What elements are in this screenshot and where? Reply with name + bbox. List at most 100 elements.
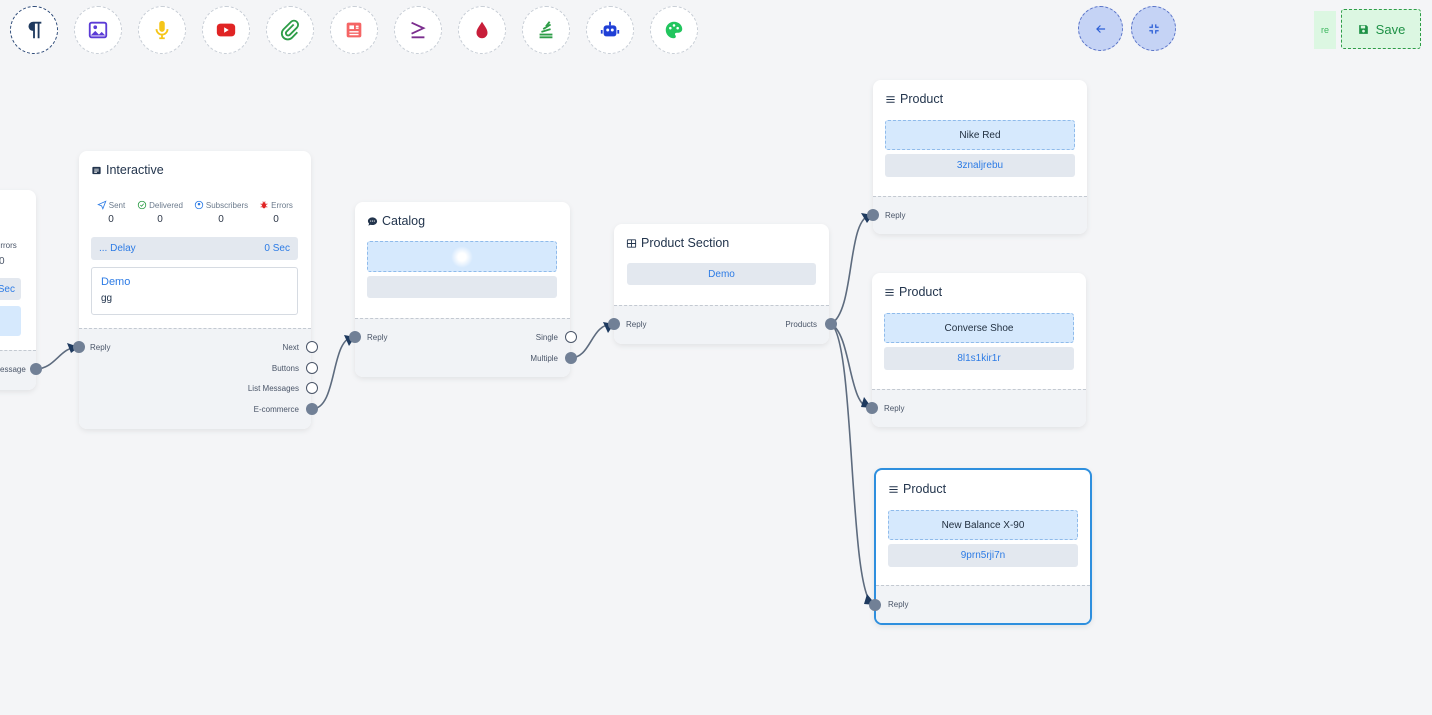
product-section-input-port[interactable] <box>608 318 620 330</box>
product-name: New Balance X-90 <box>941 519 1025 531</box>
output-label-single: Single <box>535 333 558 342</box>
condition-tool-button[interactable] <box>394 6 442 54</box>
catalog-selector-loading-glow <box>451 245 473 268</box>
product-name-box[interactable]: Nike Red <box>885 120 1075 150</box>
robot-icon <box>600 21 620 37</box>
floppy-disk-icon <box>1358 24 1368 34</box>
image-icon <box>88 21 108 39</box>
interactive-output-port-list-messages[interactable] <box>306 382 318 394</box>
catalog-reply-label: Reply <box>367 333 388 342</box>
product-node-selected[interactable]: Product New Balance X-90 9prn5rji7n Repl… <box>874 468 1092 625</box>
edge-section-to-product-3 <box>830 323 876 606</box>
microphone-icon <box>155 20 169 40</box>
table-icon <box>626 238 637 248</box>
hidden-button-text: re <box>1320 25 1329 35</box>
stat-label: Sent <box>108 200 126 210</box>
article-tool-button[interactable] <box>330 6 378 54</box>
droplet-icon <box>476 21 488 39</box>
product-name-box[interactable]: Converse Shoe <box>884 313 1074 343</box>
product-reply-label: Reply <box>888 600 909 609</box>
interactive-output-port-buttons[interactable] <box>306 362 318 374</box>
product-name: Converse Shoe <box>944 322 1014 334</box>
product-title: Product <box>903 482 947 496</box>
previous-node-errors-value: 0 <box>0 256 5 267</box>
output-label-list-messages: List Messages <box>247 384 299 393</box>
product-id-box: 8l1s1kir1r <box>884 347 1074 370</box>
catalog-node-footer: Reply Single Multiple <box>355 318 570 377</box>
product-1-input-port[interactable] <box>867 209 879 221</box>
message-title: Demo <box>101 276 131 288</box>
theme-tool-button[interactable] <box>650 6 698 54</box>
product-id: 3znaljrebu <box>956 160 1004 171</box>
product-name-box[interactable]: New Balance X-90 <box>888 510 1078 540</box>
product-section-output-port[interactable] <box>825 318 837 330</box>
product-3-input-port[interactable] <box>869 599 881 611</box>
interactive-node[interactable]: Interactive Sent 0 Delivered 0 Subscribe… <box>79 151 311 429</box>
bars-icon <box>885 288 894 296</box>
greater-equal-icon <box>411 21 426 39</box>
stat-value: 0 <box>157 214 163 225</box>
product-id: 9prn5rji7n <box>960 550 1006 561</box>
save-button-label: Save <box>1375 21 1406 37</box>
stat-value: 0 <box>273 214 279 225</box>
comment-dots-icon <box>367 216 378 226</box>
interactive-node-title: Interactive <box>106 163 164 177</box>
previous-node-delay-value: Sec <box>0 283 15 295</box>
drip-tool-button[interactable] <box>458 6 506 54</box>
interactive-delay-bar[interactable]: ... Delay 0 Sec <box>91 237 298 260</box>
product-node-header: Product <box>873 80 1087 114</box>
catalog-node[interactable]: Catalog Reply Single Multiple <box>355 202 570 377</box>
message-body: gg <box>101 293 113 304</box>
output-label-buttons: Buttons <box>271 364 299 373</box>
check-circle-icon <box>137 200 147 210</box>
product-section-footer: Reply Products <box>614 305 829 344</box>
product-section-reply-label: Reply <box>626 320 647 329</box>
bot-tool-button[interactable] <box>586 6 634 54</box>
catalog-value-bar <box>367 276 557 298</box>
image-tool-button[interactable] <box>74 6 122 54</box>
interactive-message-box[interactable]: Demo gg <box>91 267 298 315</box>
paragraph-tool-button[interactable] <box>10 6 58 54</box>
catalog-input-port[interactable] <box>349 331 361 343</box>
interactive-node-footer: Reply Next Buttons List Messages E-comme… <box>79 328 311 429</box>
save-button[interactable]: Save <box>1341 9 1421 49</box>
output-label-next: Next <box>282 343 299 352</box>
interactive-input-port[interactable] <box>73 341 85 353</box>
bug-icon <box>260 201 268 209</box>
product-node[interactable]: Product Converse Shoe 8l1s1kir1r Reply <box>872 273 1086 427</box>
stat-label: Subscribers <box>205 200 249 210</box>
fit-view-button[interactable] <box>1131 6 1176 51</box>
output-label-ecommerce: E-commerce <box>253 405 299 414</box>
product-node-footer: Reply <box>872 389 1086 427</box>
video-tool-button[interactable] <box>202 6 250 54</box>
audio-tool-button[interactable] <box>138 6 186 54</box>
back-button[interactable] <box>1078 6 1123 51</box>
catalog-node-header: Catalog <box>355 202 570 236</box>
product-2-input-port[interactable] <box>866 402 878 414</box>
interactive-stat-delivered: Delivered 0 <box>134 200 186 225</box>
catalog-output-port-multiple[interactable] <box>565 352 577 364</box>
product-section-node[interactable]: Product Section Demo Reply Products <box>614 224 829 344</box>
arrow-left-icon <box>1095 24 1105 33</box>
previous-node[interactable]: Errors 0 Sec essage <box>0 190 36 390</box>
paperclip-icon <box>280 19 299 41</box>
interactive-output-port-ecommerce[interactable] <box>306 403 318 415</box>
product-node[interactable]: Product Nike Red 3znaljrebu Reply <box>873 80 1087 234</box>
previous-node-output-port[interactable] <box>30 363 42 375</box>
product-section-name-text: Demo <box>708 268 735 280</box>
catalog-output-port-single[interactable] <box>565 331 577 343</box>
stat-value: 0 <box>218 214 224 225</box>
product-reply-label: Reply <box>884 404 905 413</box>
bars-icon <box>889 485 898 493</box>
catalog-selector[interactable] <box>367 241 557 272</box>
product-section-name[interactable]: Demo <box>627 263 816 285</box>
product-node-header: Product <box>872 273 1086 307</box>
palette-icon <box>665 21 683 39</box>
interactive-output-port-next[interactable] <box>306 341 318 353</box>
stack-icon <box>539 21 553 39</box>
file-tool-button[interactable] <box>266 6 314 54</box>
newspaper-icon <box>92 166 101 174</box>
stack-tool-button[interactable] <box>522 6 570 54</box>
paragraph-icon <box>28 21 42 39</box>
product-node-footer: Reply <box>873 196 1087 234</box>
